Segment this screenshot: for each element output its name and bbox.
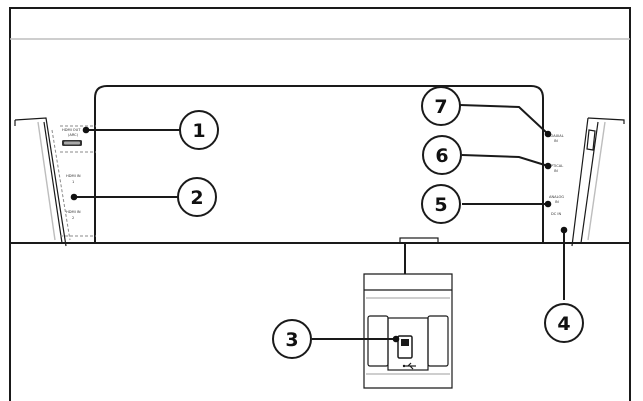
coaxial-sub-label: IN: [554, 139, 558, 143]
callout-2: 2: [177, 177, 217, 217]
hdmi-in-2-number: 2: [72, 216, 74, 220]
callout-5: 5: [421, 184, 461, 224]
optical-port: OPTICAL IN: [548, 164, 563, 173]
hdmi-in-1-number: 1: [72, 180, 74, 184]
callout-6: 6: [422, 135, 462, 175]
hdmi-out-port: HDMI OUT (ARC): [62, 128, 82, 146]
analog-label: ANALOG: [549, 195, 564, 199]
callout-2-number: 2: [190, 187, 203, 209]
callout-6-number: 6: [435, 145, 448, 167]
dc-in-port: DC IN: [551, 212, 561, 216]
hdmi-group-dashes: [60, 125, 96, 237]
hdmi-in-2-port: HDMI IN 2: [66, 210, 81, 220]
usb-port-slot: [397, 335, 413, 359]
usb-module: [363, 237, 453, 389]
leader-6: [461, 154, 549, 167]
leader-lines: [70, 104, 568, 343]
hdmi-in-1-label: HDMI IN: [66, 174, 81, 178]
callout-7-number: 7: [434, 96, 447, 118]
callout-4-number: 4: [557, 313, 570, 335]
connector-panel: [94, 85, 544, 243]
callout-1-number: 1: [192, 120, 205, 142]
coaxial-port: COAXIAL IN: [548, 134, 564, 143]
dc-in-label: DC IN: [551, 212, 561, 216]
optical-label: OPTICAL: [548, 164, 563, 168]
analog-port: ANALOG IN: [549, 195, 564, 204]
hdmi-out-sub-label: (ARC): [68, 133, 79, 137]
callout-1: 1: [179, 110, 219, 150]
right-side-bracket: [571, 117, 625, 247]
hdmi-out-label: HDMI OUT: [62, 128, 81, 132]
usb-icon: [402, 362, 416, 370]
left-side-bracket: [14, 117, 71, 247]
coaxial-label: COAXIAL: [548, 134, 564, 138]
leader-7: [459, 104, 549, 135]
optical-sub-label: IN: [554, 169, 558, 173]
hdmi-in-1-port: HDMI IN 1: [66, 174, 81, 184]
callout-5-number: 5: [434, 194, 447, 216]
hdmi-in-2-label: HDMI IN: [66, 210, 81, 214]
callout-3-number: 3: [285, 329, 298, 351]
callout-7: 7: [421, 86, 461, 126]
callout-4: 4: [544, 303, 584, 343]
analog-sub-label: IN: [555, 200, 559, 204]
callout-3: 3: [272, 319, 312, 359]
device-outline: [9, 7, 631, 401]
